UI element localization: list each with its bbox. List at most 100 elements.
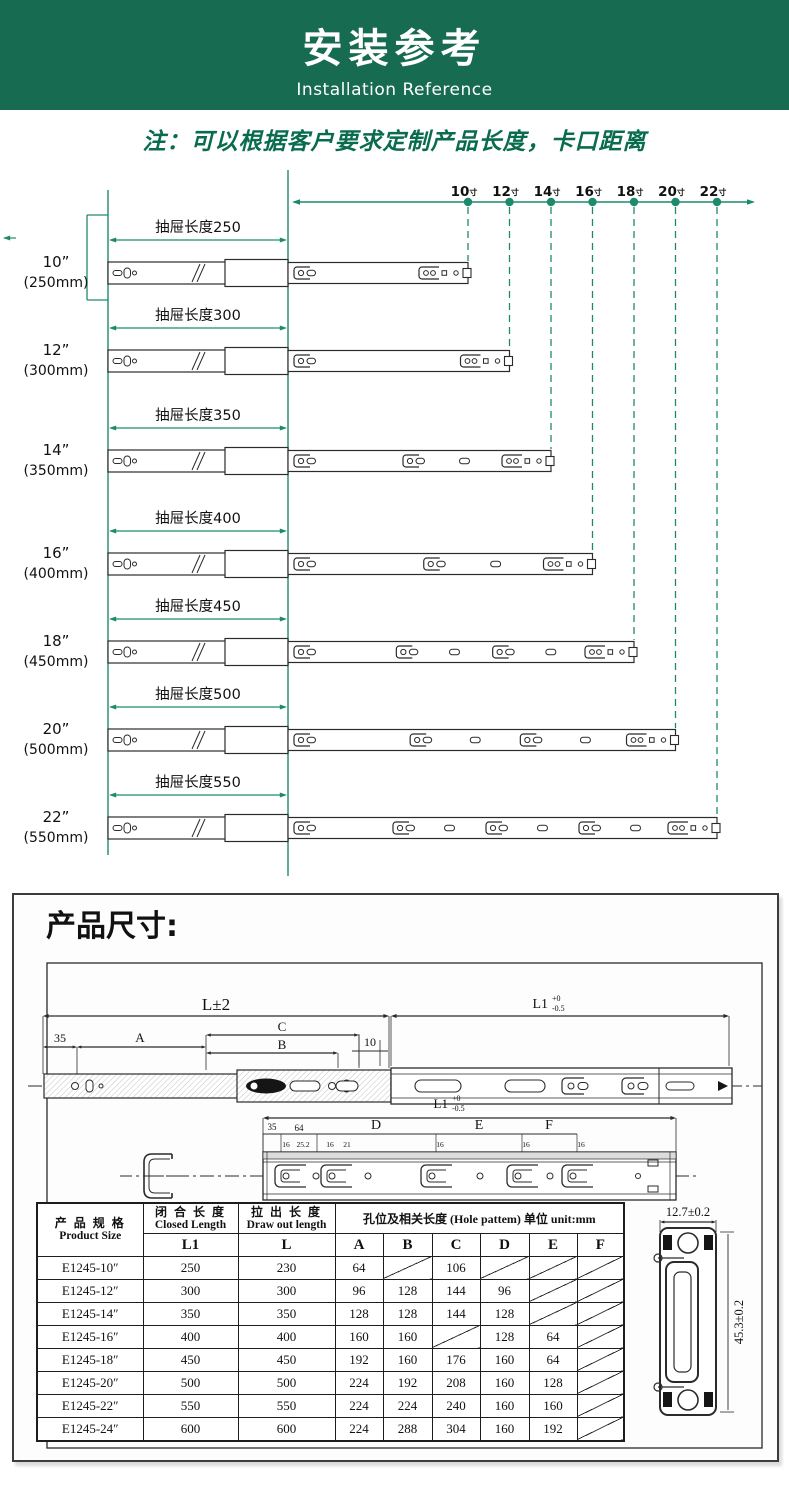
svg-text:(300mm): (300mm) [24,363,89,379]
spec-cell: 96 [334,1278,384,1303]
spec-cell: 224 [334,1370,384,1395]
svg-text:F: F [545,1118,553,1133]
svg-text:21: 21 [343,1140,351,1149]
spec-cell: 64 [528,1324,578,1349]
closed-length-en: Closed Length [154,1218,227,1231]
svg-text:抽屉长度500: 抽屉长度500 [155,686,241,703]
svg-text:B: B [278,1037,287,1052]
svg-text:20”: 20” [43,720,70,738]
svg-text:18寸: 18寸 [617,184,644,200]
spec-cell: E1245-14″ [36,1301,144,1326]
svg-text:D: D [371,1118,381,1133]
col-sub-l1: L1 [142,1232,239,1257]
spec-cell: 304 [431,1416,481,1441]
spec-cell: 208 [431,1370,481,1395]
svg-text:(350mm): (350mm) [24,463,89,479]
drawout-length-cn: 拉 出 长 度 [250,1204,322,1219]
col-sub-c: C [431,1232,481,1257]
spec-cell: 160 [479,1416,530,1441]
svg-text:(250mm): (250mm) [24,275,89,291]
diag-cell [576,1347,625,1372]
col-sub-l: L [237,1232,336,1257]
spec-cell: 160 [479,1393,530,1418]
col-hole-pattern: 孔位及相关长度 (Hole pattem) 单位 unit:mm [334,1202,625,1234]
diag-cell [576,1255,625,1280]
svg-text:抽屉长度450: 抽屉长度450 [155,598,241,615]
svg-text:L1: L1 [532,997,548,1012]
svg-text:L1: L1 [434,1096,448,1111]
spec-cell: 176 [431,1347,481,1372]
spec-cell: 350 [237,1301,336,1326]
svg-text:12寸: 12寸 [492,184,519,200]
svg-text:35: 35 [268,1122,278,1132]
svg-text:12.7±0.2: 12.7±0.2 [666,1205,710,1219]
svg-text:C: C [278,1019,287,1034]
col-drawout-length: 拉 出 长 度 Draw out length [237,1202,336,1234]
spec-cell: 192 [528,1416,578,1441]
product-size-en: Product Size [59,1230,122,1243]
spec-cell: 450 [142,1347,239,1372]
svg-text:(450mm): (450mm) [24,654,89,670]
diag-cell [576,1324,625,1349]
diag-cell [382,1255,433,1280]
diag-cell [576,1416,625,1441]
page-subtitle: Installation Reference [296,80,493,100]
svg-text:抽屉长度550: 抽屉长度550 [155,774,241,791]
spec-cell: E1245-12″ [36,1278,144,1303]
svg-text:14寸: 14寸 [534,184,561,200]
svg-text:16”: 16” [43,544,70,562]
spec-cell: 144 [431,1278,481,1303]
diag-cell [528,1255,578,1280]
col-sub-a: A [334,1232,384,1257]
spec-table-wrap: 产 品 规 格 Product Size 闭 合 长 度 Closed Leng… [36,1202,626,1442]
svg-text:(550mm): (550mm) [24,830,89,846]
col-sub-e: E [528,1232,578,1257]
spec-cell: 128 [334,1301,384,1326]
spec-cell: E1245-24″ [36,1416,144,1441]
spec-cell: 128 [528,1370,578,1395]
svg-text:抽屉长度400: 抽屉长度400 [155,510,241,527]
svg-text:L±2: L±2 [202,995,230,1014]
spec-cell: 240 [431,1393,481,1418]
spec-cell: 550 [142,1393,239,1418]
spec-cell: 160 [528,1393,578,1418]
col-sub-b: B [382,1232,433,1257]
drawout-length-en: Draw out length [246,1218,327,1231]
svg-text:35: 35 [54,1031,66,1045]
spec-cell: 350 [142,1301,239,1326]
svg-text:20寸: 20寸 [658,184,685,200]
diag-cell [431,1324,481,1349]
product-dimensions-heading: 产品尺寸: [46,909,178,944]
spec-cell: 500 [237,1370,336,1395]
col-sub-d: D [479,1232,530,1257]
svg-text:(400mm): (400mm) [24,566,89,582]
spec-cell: 128 [479,1301,530,1326]
svg-text:E: E [475,1118,484,1133]
spec-cell: 230 [237,1255,336,1280]
spec-cell: 400 [237,1324,336,1349]
svg-text:(500mm): (500mm) [24,742,89,758]
diag-cell [528,1278,578,1303]
spec-cell: 300 [237,1278,336,1303]
col-product-size: 产 品 规 格 Product Size [36,1202,144,1257]
svg-text:25.2: 25.2 [296,1140,309,1149]
svg-text:+0: +0 [452,1094,461,1103]
spec-cell: 600 [237,1416,336,1441]
spec-cell: 128 [382,1278,433,1303]
slide-row: 抽屉长度500 20” (500mm) [24,686,680,758]
spec-cell: 550 [237,1393,336,1418]
size-drop-lines [467,207,718,816]
